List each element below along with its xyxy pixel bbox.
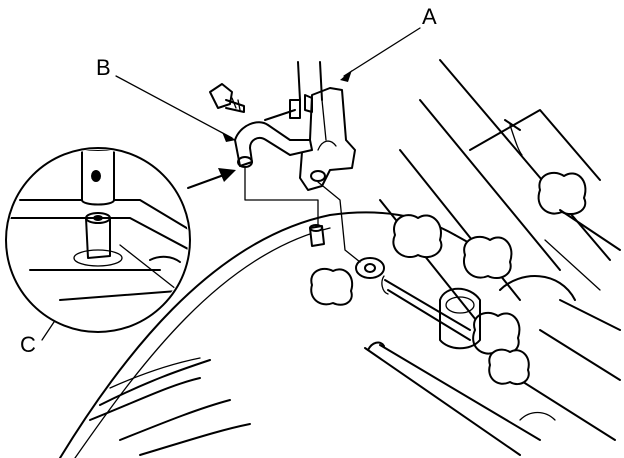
guide-lines [244,167,361,263]
engine-block [59,59,621,458]
bolt [209,83,245,113]
bracket-a [289,61,356,191]
dowel-pin [309,224,325,247]
callout-c-label: C [20,332,36,357]
callout-b-label: B [96,55,111,80]
zoom-arrow [187,168,236,189]
callout-a-label: A [422,4,437,29]
detail-circle [5,147,191,333]
pipe-b [234,109,313,168]
washer [355,257,385,279]
